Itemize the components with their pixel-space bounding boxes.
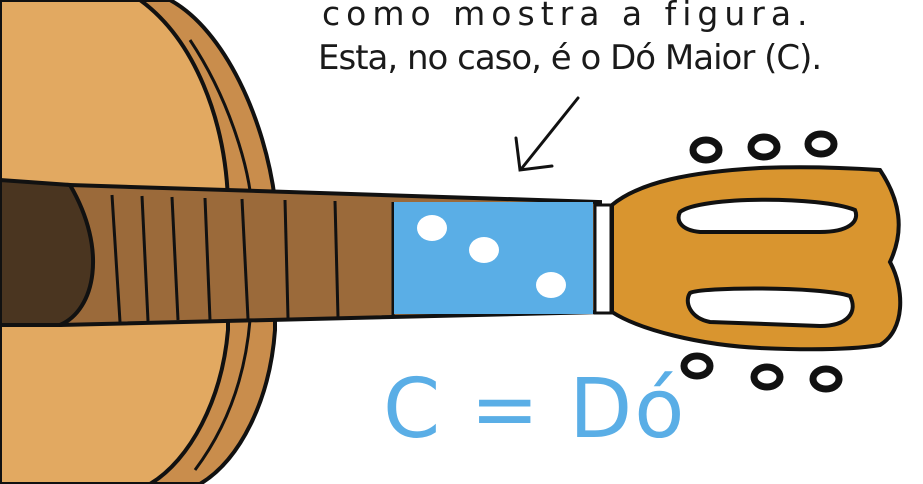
tuning-peg-icon (804, 130, 838, 158)
tuning-peg-icon (689, 136, 723, 164)
tuning-peg-icon (680, 352, 714, 380)
chord-label: C = Dó (383, 362, 687, 457)
tuning-pegs-bottom (680, 352, 843, 393)
caption-line-2: Esta, no caso, é o Dó Maior (C). (318, 38, 822, 78)
guitar-nut (593, 203, 613, 315)
arrow-down-left-icon (514, 96, 580, 172)
tuning-peg-icon (809, 365, 843, 393)
headstock-slot-lower (685, 286, 855, 329)
tuning-peg-icon (747, 133, 781, 161)
finger-dot-icon (469, 237, 499, 263)
tuning-pegs-top (689, 130, 838, 164)
finger-dot-icon (417, 215, 447, 241)
headstock-slot-upper (676, 197, 859, 234)
caption-line-1: como mostra a figura. (322, 0, 814, 33)
finger-dot-icon (536, 272, 566, 298)
tuning-peg-icon (750, 363, 784, 391)
finger-dots (417, 215, 566, 298)
